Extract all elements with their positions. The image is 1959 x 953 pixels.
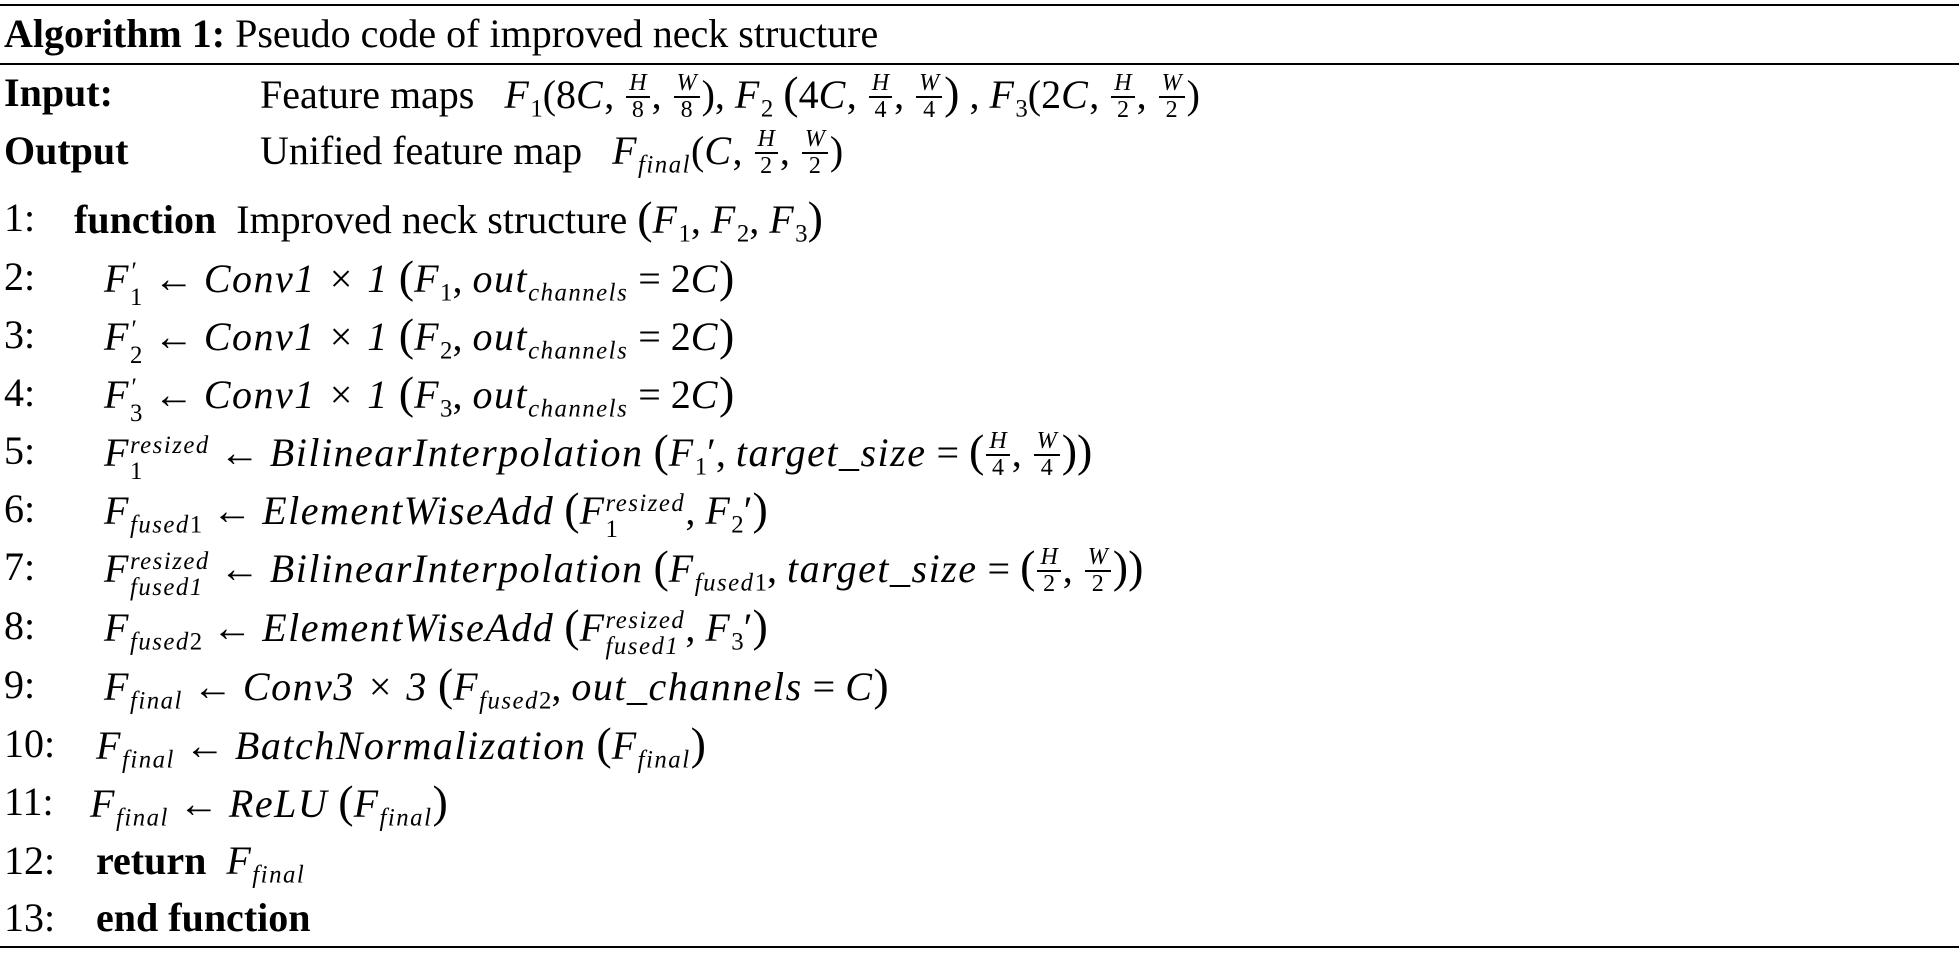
output-text: Unified feature map xyxy=(260,128,583,173)
bottom-rule xyxy=(0,946,1959,948)
line-number: 11: xyxy=(4,779,54,824)
op-batchnorm: BatchNormalization xyxy=(234,723,587,768)
line-number: 4: xyxy=(4,370,36,415)
header-rule xyxy=(0,63,1959,65)
line-number: 5: xyxy=(4,428,36,473)
op-conv3x3: Conv3 × 3 xyxy=(242,664,428,709)
op-elementwise: ElementWiseAdd xyxy=(262,488,555,533)
op-relu: ReLU xyxy=(228,781,329,826)
line-number: 12: xyxy=(4,838,56,883)
op-conv1x1: Conv1 × 1 xyxy=(203,314,389,359)
line-number: 9: xyxy=(4,662,36,707)
op-bilinear: BilinearInterpolation xyxy=(269,430,644,475)
line-number: 2: xyxy=(4,254,36,299)
line-number: 13: xyxy=(4,895,56,940)
function-name: Improved neck structure xyxy=(236,197,628,242)
op-conv1x1: Conv1 × 1 xyxy=(203,256,389,301)
op-conv1x1: Conv1 × 1 xyxy=(203,372,389,417)
line-number: 8: xyxy=(4,603,36,648)
algorithm-title: Pseudo code of improved neck structure xyxy=(235,11,879,56)
op-elementwise: ElementWiseAdd xyxy=(262,605,555,650)
line-number: 3: xyxy=(4,312,36,357)
line-number: 10: xyxy=(4,721,56,766)
algorithm-label: Algorithm 1: xyxy=(4,11,226,56)
line-number: 7: xyxy=(4,544,36,589)
output-label: Output xyxy=(4,128,129,173)
op-bilinear: BilinearInterpolation xyxy=(269,546,644,591)
input-text: Feature maps xyxy=(260,72,475,117)
function-keyword: function xyxy=(74,197,217,242)
input-label: Input: xyxy=(4,70,113,115)
return-keyword: return xyxy=(96,838,207,883)
line-number: 1: xyxy=(4,195,36,240)
algorithm-caption: Algorithm 1: Pseudo code of improved nec… xyxy=(4,6,878,61)
line-number: 6: xyxy=(4,486,36,531)
top-rule xyxy=(0,4,1959,6)
end-function-keyword: end function xyxy=(96,895,311,940)
